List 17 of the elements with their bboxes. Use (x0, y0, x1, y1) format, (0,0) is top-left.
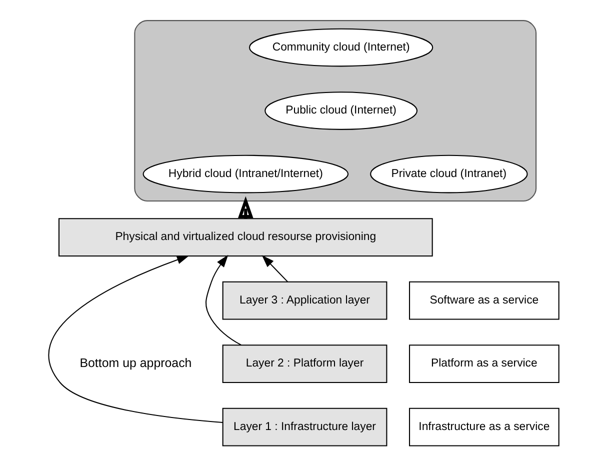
node-box: Layer 2 : Platform layer (222, 344, 387, 383)
node-ellipse: Private cloud (Intranet) (370, 154, 528, 194)
arrow (261, 255, 288, 282)
arrow (238, 196, 253, 219)
node-ellipse: Public cloud (Internet) (264, 92, 418, 130)
arrow (48, 256, 222, 423)
node-ellipse: Community cloud (Internet) (248, 28, 433, 67)
node-box: Platform as a service (408, 344, 559, 383)
node-box: Physical and virtualized cloud resourse provisioning (58, 218, 432, 256)
node-ellipse: Hybrid cloud (Intranet/Internet) (142, 154, 348, 194)
cluster (134, 20, 536, 202)
arrow (204, 254, 241, 346)
label: Bottom up approach (79, 356, 192, 370)
node-box: Layer 1 : Infrastructure layer (222, 408, 387, 446)
node-box: Software as a service (408, 281, 559, 320)
node-box: Layer 3 : Application layer (222, 281, 387, 320)
node-box: Infrastructure as a service (408, 408, 559, 446)
